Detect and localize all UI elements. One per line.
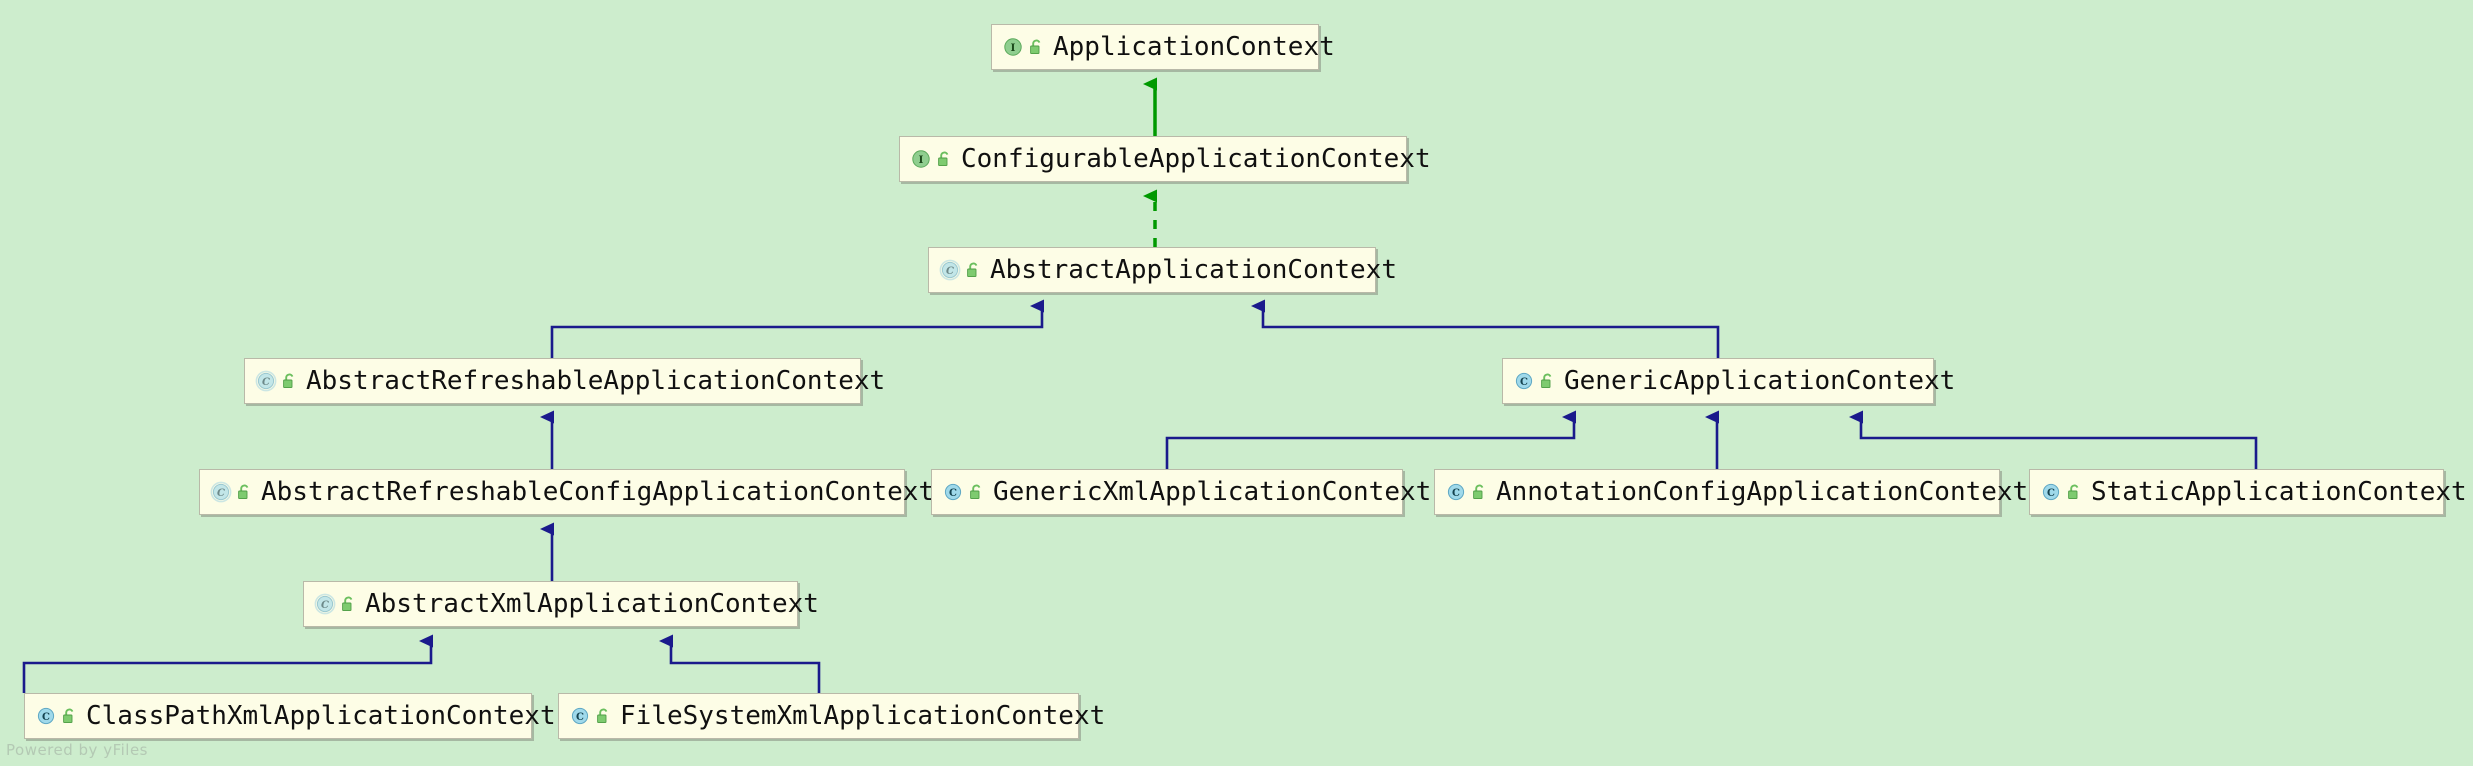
edge-abstractrefreshable-to-abstract xyxy=(550,299,1044,358)
abstract-class-icon: C xyxy=(255,370,277,392)
class-node-label: FileSystemXmlApplicationContext xyxy=(620,701,1106,731)
class-icon: C xyxy=(1445,481,1467,503)
svg-text:C: C xyxy=(321,600,329,611)
class-icon: C xyxy=(942,481,964,503)
class-node-GenericXmlApplicationContext[interactable]: C GenericXmlApplicationContext xyxy=(931,469,1431,515)
public-lock-icon xyxy=(968,483,984,501)
svg-text:C: C xyxy=(576,712,584,723)
edge-genericxml-to-generic xyxy=(1165,410,1576,469)
svg-text:I: I xyxy=(1011,42,1016,54)
public-lock-icon xyxy=(2066,483,2082,501)
svg-text:C: C xyxy=(2047,488,2055,499)
class-node-label: AnnotationConfigApplicationContext xyxy=(1496,477,2029,507)
class-node-AbstractXmlApplicationContext[interactable]: C AbstractXmlApplicationContext xyxy=(303,581,819,627)
edge-classpathxml-to-abstractxml xyxy=(22,634,433,693)
public-lock-icon xyxy=(595,707,611,725)
class-node-ApplicationContext[interactable]: I ApplicationContext xyxy=(991,24,1335,70)
class-node-label: StaticApplicationContext xyxy=(2091,477,2467,507)
class-node-label: AbstractApplicationContext xyxy=(990,255,1397,285)
svg-text:C: C xyxy=(42,712,50,723)
public-lock-icon xyxy=(1028,38,1044,56)
class-node-label: AbstractRefreshableApplicationContext xyxy=(306,366,886,396)
class-icon: C xyxy=(1513,370,1535,392)
abstract-class-icon: C xyxy=(314,593,336,615)
svg-text:C: C xyxy=(1452,488,1460,499)
public-lock-icon xyxy=(1471,483,1487,501)
public-lock-icon xyxy=(236,483,252,501)
yfiles-watermark: Powered by yFiles xyxy=(6,741,148,759)
svg-text:C: C xyxy=(946,266,954,277)
class-icon: C xyxy=(2040,481,2062,503)
edge-static-to-generic xyxy=(1849,410,2258,469)
public-lock-icon xyxy=(936,150,952,168)
class-node-AbstractApplicationContext[interactable]: C AbstractApplicationContext xyxy=(928,247,1397,293)
svg-text:C: C xyxy=(217,488,225,499)
svg-text:C: C xyxy=(949,488,957,499)
class-node-AbstractRefreshableApplicationContext[interactable]: C AbstractRefreshableApplicationContext xyxy=(244,358,885,404)
class-node-AbstractRefreshableConfigApplicationContext[interactable]: C AbstractRefreshableConfigApplicationCon… xyxy=(199,469,934,515)
class-node-label: ConfigurableApplicationContext xyxy=(961,144,1431,174)
class-node-label: ApplicationContext xyxy=(1053,32,1335,62)
svg-text:C: C xyxy=(262,377,270,388)
class-icon: C xyxy=(569,705,591,727)
svg-text:C: C xyxy=(1520,377,1528,388)
class-node-label: AbstractXmlApplicationContext xyxy=(365,589,819,619)
class-icon: C xyxy=(35,705,57,727)
public-lock-icon xyxy=(1539,372,1555,390)
class-node-StaticApplicationContext[interactable]: C StaticApplicationContext xyxy=(2029,469,2467,515)
public-lock-icon xyxy=(281,372,297,390)
class-node-label: ClassPathXmlApplicationContext xyxy=(86,701,556,731)
class-node-label: GenericXmlApplicationContext xyxy=(993,477,1432,507)
class-node-ClassPathXmlApplicationContext[interactable]: C ClassPathXmlApplicationContext xyxy=(24,693,556,739)
abstract-class-icon: C xyxy=(210,481,232,503)
abstract-class-icon: C xyxy=(939,259,961,281)
edge-generic-to-abstract xyxy=(1251,299,1720,358)
class-node-label: AbstractRefreshableConfigApplicationCont… xyxy=(261,477,935,507)
edge-filesystemxml-to-abstractxml xyxy=(659,634,821,693)
public-lock-icon xyxy=(61,707,77,725)
svg-text:I: I xyxy=(919,154,924,166)
class-node-GenericApplicationContext[interactable]: C GenericApplicationContext xyxy=(1502,358,1955,404)
interface-icon: I xyxy=(910,148,932,170)
public-lock-icon xyxy=(340,595,356,613)
class-node-AnnotationConfigApplicationContext[interactable]: C AnnotationConfigApplicationContext xyxy=(1434,469,2028,515)
class-node-FileSystemXmlApplicationContext[interactable]: C FileSystemXmlApplicationContext xyxy=(558,693,1105,739)
class-node-ConfigurableApplicationContext[interactable]: I ConfigurableApplicationContext xyxy=(899,136,1431,182)
class-node-label: GenericApplicationContext xyxy=(1564,366,1956,396)
public-lock-icon xyxy=(965,261,981,279)
interface-icon: I xyxy=(1002,36,1024,58)
